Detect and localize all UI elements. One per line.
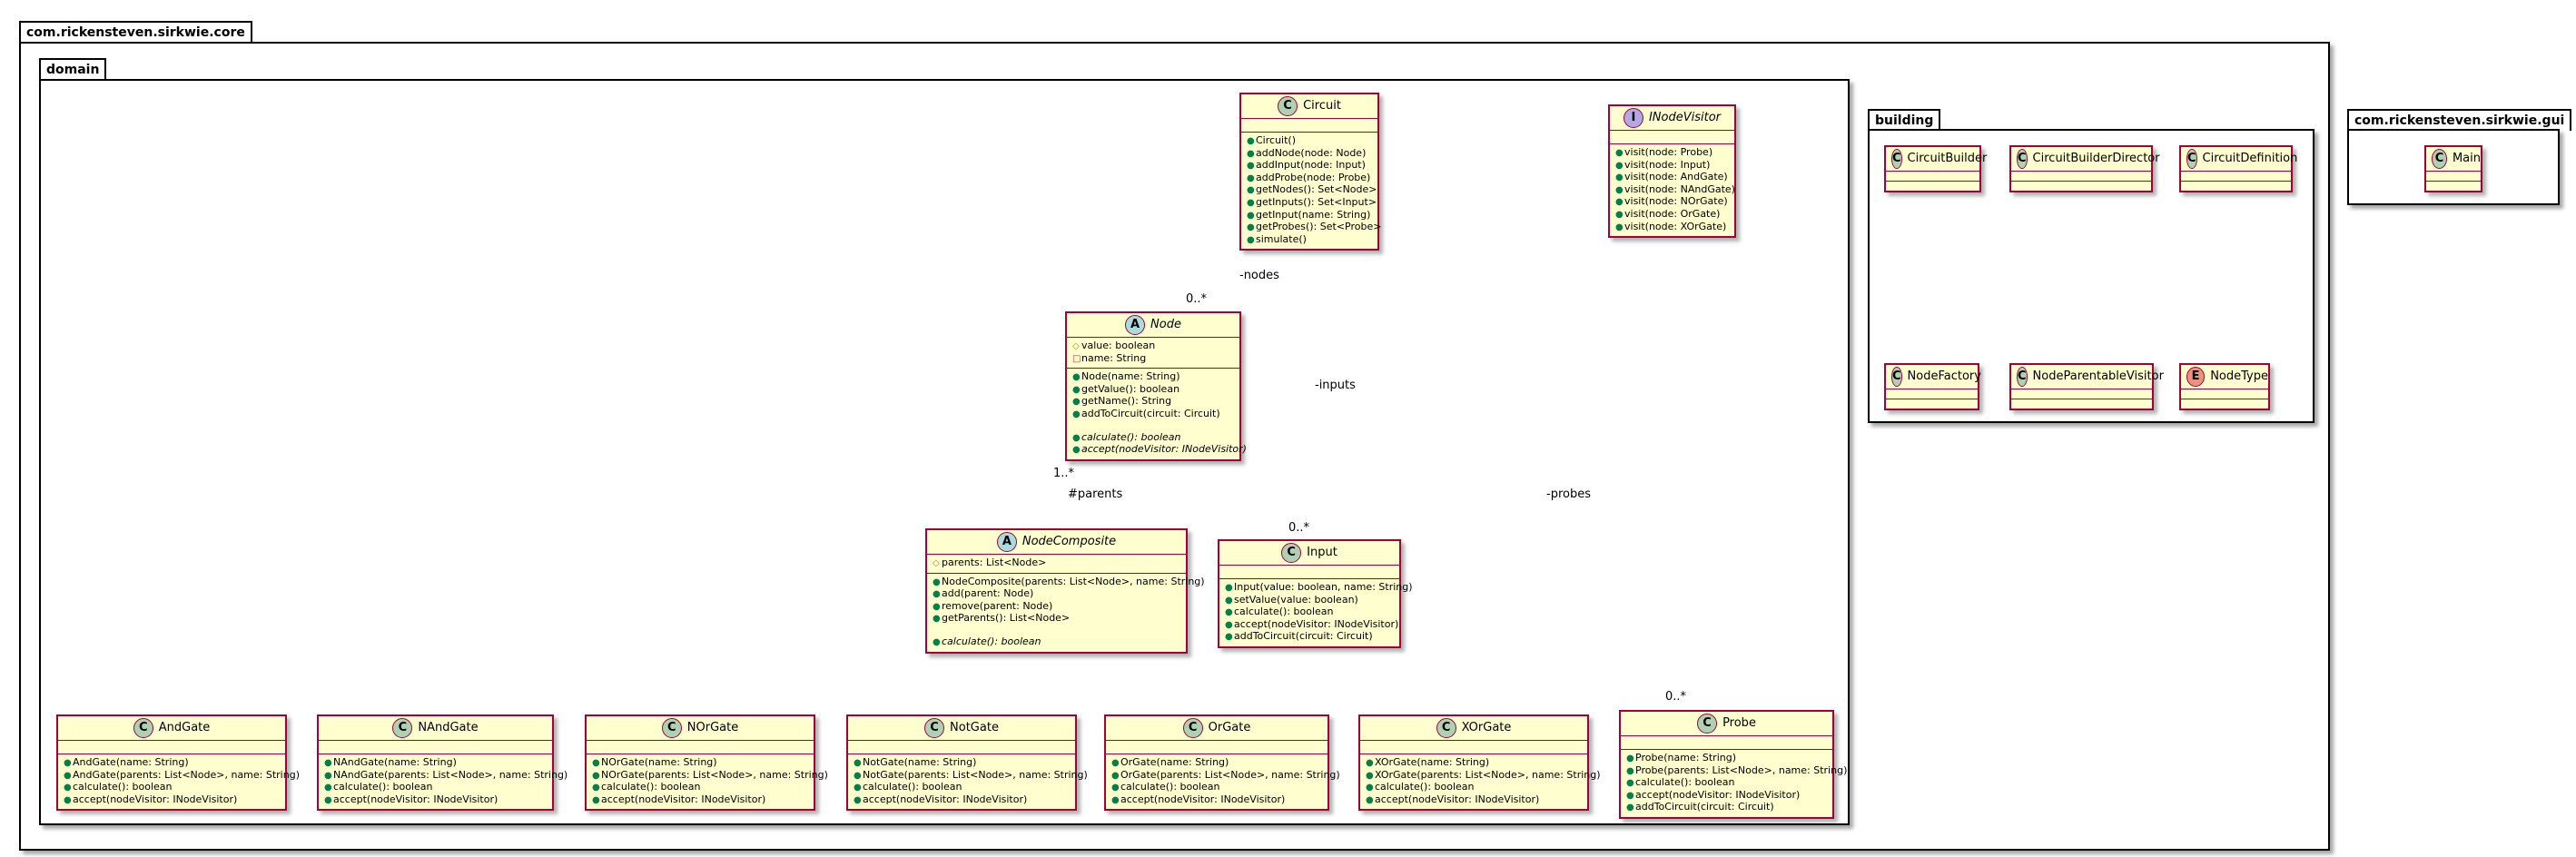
class-icon: C [1278,96,1298,116]
label-inputs-role: -inputs [1315,379,1356,392]
abstract-icon: A [1125,315,1146,335]
class-icon: C [2432,149,2447,169]
label-probes-role: -probes [1546,488,1591,501]
methods-section: ●Node(name: String) ●getValue(): boolean… [1067,368,1247,459]
methods-section: ●Probe(name: String) ●Probe(parents: Lis… [1621,749,1847,817]
class-icon: C [661,718,682,738]
class-icon: C [392,718,413,738]
label-inputs-mult: 0..* [1288,521,1310,535]
package-domain-tab: domain [39,58,107,80]
class-icon: C [1436,718,1456,738]
methods-section: ●visit(node: Probe) ●visit(node: Input) … [1610,143,1735,236]
fields-section [1106,740,1327,754]
fields-section [1241,118,1377,132]
methods-section: ●Circuit() ●addNode(node: Node) ●addInpu… [1241,132,1381,249]
methods-section: ●AndGate(name: String) ●AndGate(parents:… [58,754,300,809]
package-core-tab: com.rickensteven.sirkwie.core [19,21,252,43]
fields-section [1621,735,1832,749]
class-icon: C [1697,714,1718,734]
fields-section [848,740,1075,754]
methods-section: ●Input(value: boolean, name: String) ●se… [1219,578,1413,646]
label-probes-mult: 0..* [1665,690,1687,704]
class-icon: C [924,718,945,738]
label-nodes-role: -nodes [1239,269,1279,282]
fields-section [319,740,552,754]
fields-section: ◇parents: List<Node> [927,554,1186,573]
enum-icon: E [2186,367,2206,387]
label-nodes-mult: 0..* [1186,292,1208,306]
methods-section: ●NOrGate(name: String) ●NOrGate(parents:… [587,754,828,809]
methods-section: ●NAndGate(name: String) ●NAndGate(parent… [319,754,568,809]
fields-section [587,740,814,754]
abstract-icon: A [996,532,1017,552]
label-parents-role: #parents [1068,488,1123,501]
class-icon: C [2017,367,2028,387]
fields-section: ◇value: boolean □name: String [1067,337,1239,368]
methods-section: ●OrGate(name: String) ●OrGate(parents: L… [1106,754,1340,809]
class-icon: C [1891,367,1902,387]
class-icon: C [1281,543,1302,563]
package-building-tab: building [1868,109,1941,131]
fields-section [1610,130,1734,143]
class-icon: C [1182,718,1203,738]
package-gui-tab: com.rickensteven.sirkwie.gui [2347,109,2572,131]
package-domain [39,79,1850,825]
class-icon: C [133,718,153,738]
class-icon: C [2186,149,2197,169]
fields-section [58,740,285,754]
label-parents-mult: 1..* [1053,467,1075,480]
class-icon: C [1891,149,1902,169]
class-icon: C [2017,149,2028,169]
fields-section [1219,565,1399,578]
fields-section [1360,740,1587,754]
interface-icon: I [1623,108,1643,128]
methods-section: ●NotGate(name: String) ●NotGate(parents:… [848,754,1088,809]
methods-section: ●XOrGate(name: String) ●XOrGate(parents:… [1360,754,1601,809]
methods-section: ●NodeComposite(parents: List<Node>, name… [927,572,1205,652]
